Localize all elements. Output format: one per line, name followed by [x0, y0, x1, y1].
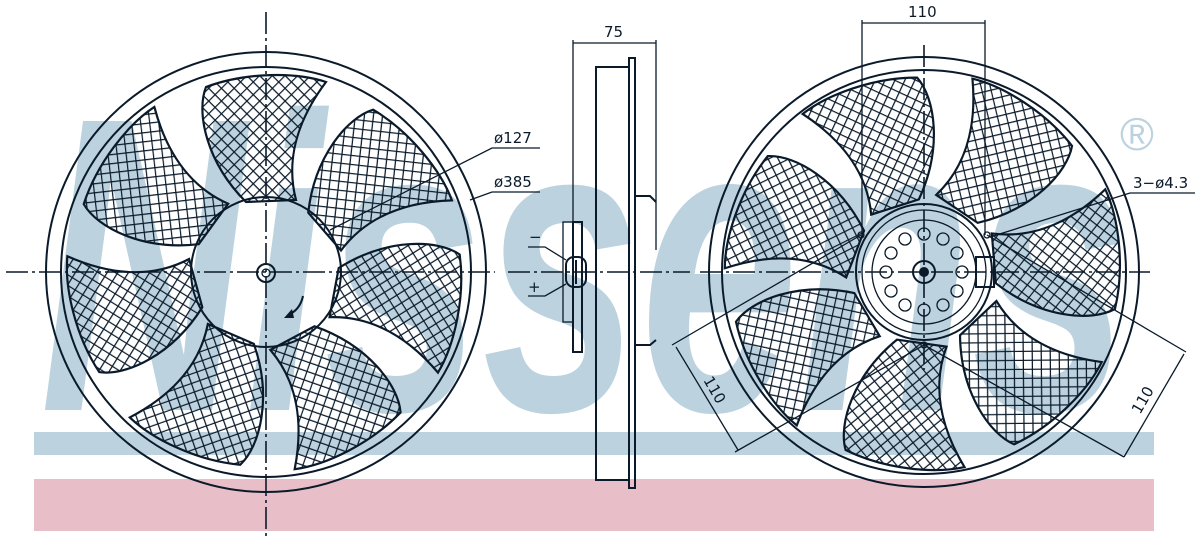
rear-view-fan: 110 3−ø4.3 110 110 [671, 3, 1195, 488]
shroud-plate [628, 57, 636, 489]
registered-mark-icon: ® [1120, 108, 1154, 160]
mount-hole-left [857, 231, 865, 239]
minus-terminal-label: − [529, 228, 542, 246]
fan-blades [65, 73, 463, 471]
top-spacing-label: 110 [908, 3, 937, 21]
shroud-flange-bottom [635, 339, 657, 346]
left-spacing-ext-a [671, 234, 862, 346]
rear-fan-blades [723, 76, 1121, 472]
minus-leader [528, 246, 567, 261]
plus-leader [528, 283, 567, 297]
side-view-fan: 75 − + [508, 23, 690, 489]
mount-holes-label: 3−ø4.3 [1133, 174, 1188, 192]
right-spacing-ext-b [923, 344, 1125, 458]
left-spacing-ext-b [734, 344, 925, 453]
plus-terminal-label: + [528, 278, 541, 296]
shroud-flange-top [635, 195, 657, 203]
depth-label: 75 [604, 23, 623, 41]
outer-diameter-leader [469, 191, 540, 201]
right-spacing-dim-line [1123, 353, 1185, 458]
hub-diameter-leader [329, 147, 540, 231]
left-spacing-dim-line [675, 346, 739, 451]
outer-diameter-label: ø385 [494, 173, 532, 191]
right-spacing-ext-a [986, 234, 1187, 353]
brand-stripe-pink [34, 479, 1154, 531]
front-view-fan: ø127 ø385 [6, 12, 540, 536]
rotation-arrowhead [284, 309, 294, 318]
hub-diameter-label: ø127 [494, 129, 532, 147]
right-spacing-label: 110 [1128, 383, 1158, 417]
mount-hole-right [983, 231, 991, 239]
mount-holes-leader [989, 192, 1195, 238]
